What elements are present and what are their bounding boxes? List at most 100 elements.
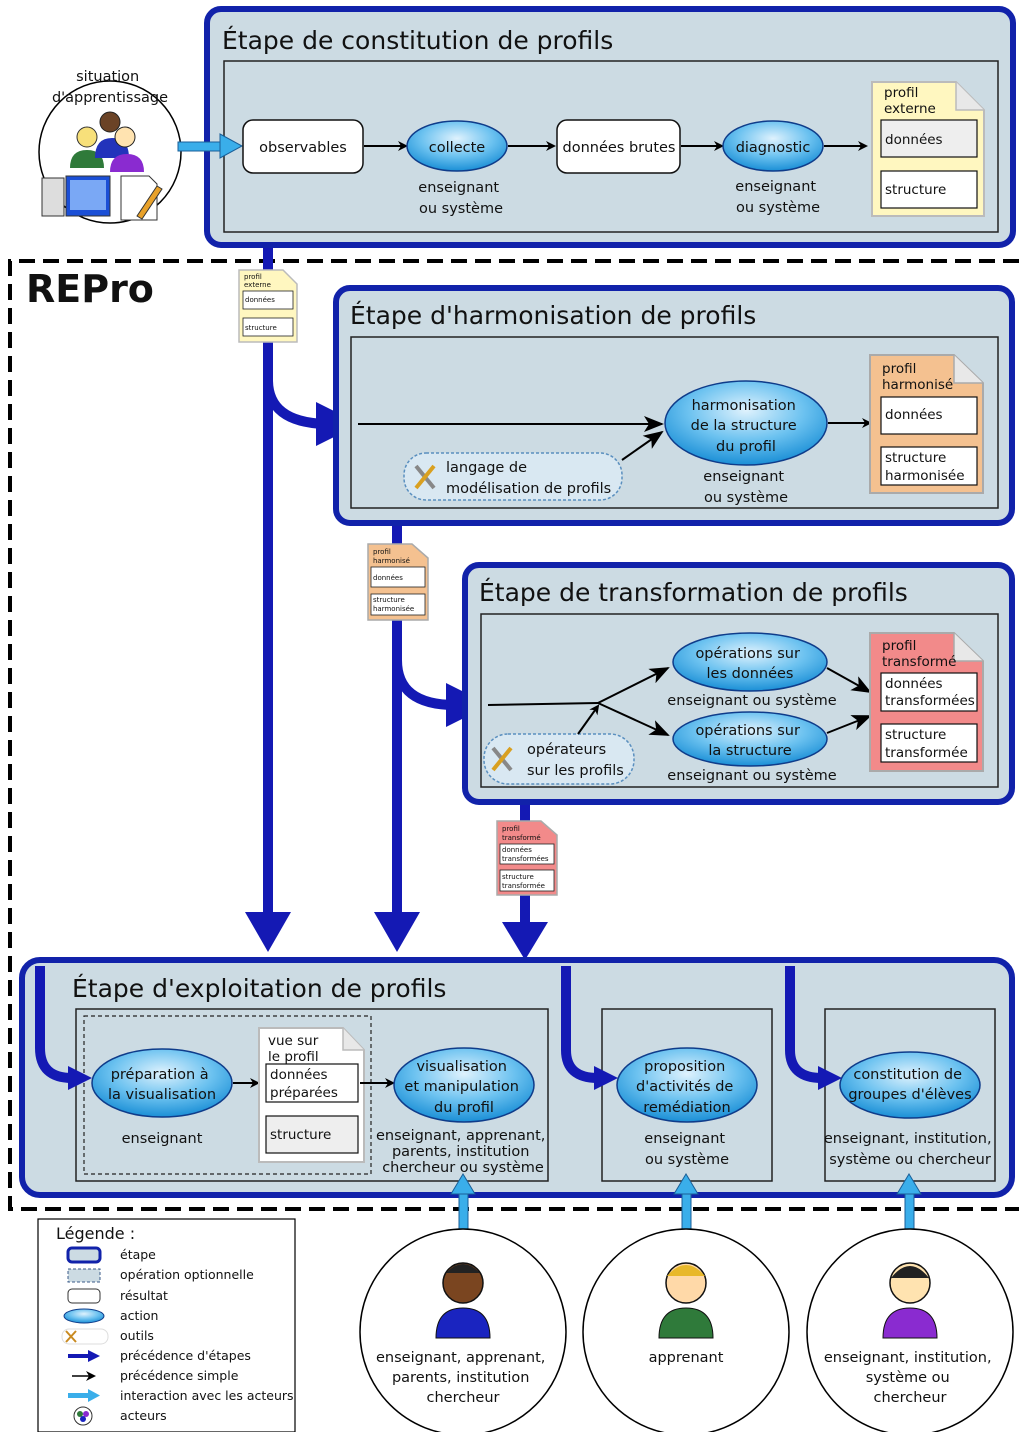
harmonisation-label: harmonisation de la structure du profil	[691, 398, 802, 455]
tools-icon	[491, 746, 513, 772]
harmonisation-action	[664, 380, 828, 466]
tool-operateurs	[483, 733, 635, 785]
prep-visualisation-label: préparation à la visualisation	[108, 1067, 216, 1103]
vue-profil-doc: vue sur le profil données préparées stru…	[258, 1027, 365, 1163]
arrow-tool-transformation	[577, 704, 600, 735]
actor-3-label: enseignant, institution, système ou cher…	[824, 1350, 996, 1406]
svg-text:structure: structure	[885, 182, 946, 198]
diagnostic-label: diagnostic	[736, 140, 811, 156]
svg-text:structure: structure	[245, 324, 277, 332]
actor-1: enseignant, apprenant, parents, institut…	[359, 1228, 567, 1432]
svg-text:vue sur le profil: vue sur le profil	[268, 1033, 323, 1065]
svg-text:structure transformée: structure transformée	[502, 873, 545, 890]
remediation-label: proposition d'activités de remédiation	[636, 1059, 738, 1116]
ops-structure-action	[672, 711, 828, 767]
stage-exploitation: Étape d'exploitation de profils préparat…	[19, 957, 1015, 1198]
exploitation-branch-arrowheads	[68, 1066, 842, 1090]
ops-donnees-label: opérations sur les données	[695, 646, 804, 682]
observables-label: observables	[259, 140, 347, 156]
svg-text:profil harmonisé: profil harmonisé	[373, 548, 410, 565]
legend-item-outils: outils	[120, 1328, 154, 1343]
legend-item-precedence-etapes: précédence d'étapes	[120, 1348, 251, 1363]
legend-item-acteurs: acteurs	[120, 1408, 167, 1423]
prep-visualisation-action	[91, 1048, 233, 1118]
arrow-tool-harmonisation	[621, 430, 664, 461]
ops-donnees-action	[672, 632, 828, 692]
legend-symbol-action	[63, 1308, 105, 1324]
svg-text:données préparées: données préparées	[270, 1067, 338, 1101]
arrow-ops-donnees-profil	[826, 667, 872, 693]
flow-branch-transformation	[392, 659, 456, 710]
tool-operateurs-label: opérateurs sur les profils	[527, 742, 624, 779]
legend-item-optional: opération optionnelle	[120, 1267, 254, 1282]
groupes-action	[839, 1051, 981, 1119]
actor-3: enseignant, institution, système ou cher…	[806, 1228, 1014, 1432]
collecte-action	[406, 120, 508, 172]
situation-actors: situation d'apprentissage	[38, 69, 182, 224]
ops-structure-label: opérations sur la structure	[695, 723, 804, 759]
tools-icon	[65, 1330, 77, 1343]
svg-text:profil harmonisé: profil harmonisé	[882, 361, 953, 393]
donnees-brutes-label: données brutes	[563, 140, 676, 156]
stage-transformation: Étape de transformation de profils opéra…	[462, 562, 1015, 805]
collecte-label: collecte	[429, 140, 485, 156]
tools-icon	[414, 464, 436, 490]
paper-pencil-icon	[120, 175, 163, 221]
svg-text:données: données	[373, 574, 403, 582]
situation-label-1: situation	[76, 69, 139, 85]
arrow-ops-structure-profil	[826, 715, 872, 734]
legend-symbol-precedence-etapes-head	[88, 1350, 100, 1362]
legend-symbol-interaction-head	[88, 1389, 100, 1402]
flow-doc-externe: profil externe données structure	[238, 269, 298, 343]
actor-2: apprenant	[582, 1228, 790, 1432]
person-icon	[435, 1262, 491, 1339]
svg-text:structure harmonisée: structure harmonisée	[885, 450, 965, 484]
remediation-actor: enseignant ou système	[644, 1131, 729, 1168]
flow-branch-harmonisation	[263, 379, 326, 429]
stage-harmonisation: Étape d'harmonisation de profils langage…	[333, 285, 1015, 526]
tool-langage-modelisation	[403, 452, 623, 501]
svg-text:profil transformé: profil transformé	[882, 638, 957, 670]
prep-actor: enseignant	[122, 1131, 203, 1147]
exploitation-branch-arrows	[35, 966, 823, 1083]
svg-text:profil externe: profil externe	[244, 273, 271, 289]
legend-symbol-acteurs	[73, 1406, 93, 1426]
ops-donnees-actor: enseignant ou système	[667, 693, 836, 709]
svg-text:profil externe: profil externe	[884, 85, 936, 117]
arrow-to-ops-structure	[597, 702, 670, 736]
legend-item-action: action	[120, 1308, 158, 1323]
stage-constitution-title: Étape de constitution de profils	[222, 26, 613, 55]
legend: Légende : étape opération optionnelle ré…	[37, 1218, 296, 1432]
profil-transforme-doc: profil transformé données transformées s…	[869, 632, 984, 772]
diagnostic-actor: enseignant ou système	[735, 179, 820, 216]
legend-title: Légende :	[56, 1224, 135, 1243]
person-icon	[882, 1262, 938, 1339]
svg-text:structure: structure	[270, 1127, 331, 1143]
repro-boundary	[8, 259, 1019, 1211]
flow-input-transformation	[487, 702, 599, 706]
exploitation-inner-1	[75, 1008, 549, 1182]
tool-langage-label: langage de modélisation de profils	[446, 460, 611, 497]
diagnostic-action	[722, 120, 824, 172]
legend-symbol-interaction	[68, 1393, 90, 1398]
svg-text:données transformées: données transformées	[885, 676, 975, 709]
remediation-action	[616, 1047, 758, 1123]
svg-text:données: données	[885, 407, 943, 423]
observables-box	[242, 119, 364, 174]
svg-text:données: données	[885, 132, 943, 148]
optional-operation-box	[83, 1015, 372, 1175]
svg-text:profil transformé: profil transformé	[502, 825, 541, 842]
harmonisation-actor: enseignant ou système	[703, 469, 788, 506]
svg-text:données transformées: données transformées	[502, 846, 549, 863]
legend-symbol-optional	[67, 1268, 101, 1283]
svg-text:données: données	[245, 296, 275, 304]
donnees-brutes-box	[556, 119, 681, 174]
stage-transformation-inner	[480, 613, 999, 788]
profil-externe-doc: profil externe données structure	[871, 81, 985, 217]
person-icon	[658, 1262, 714, 1339]
interaction-arrow-input	[177, 133, 244, 159]
flow-doc-transforme: profil transformé données transformées s…	[496, 820, 558, 896]
computer-icon	[41, 175, 111, 217]
visualisation-action	[393, 1047, 535, 1123]
